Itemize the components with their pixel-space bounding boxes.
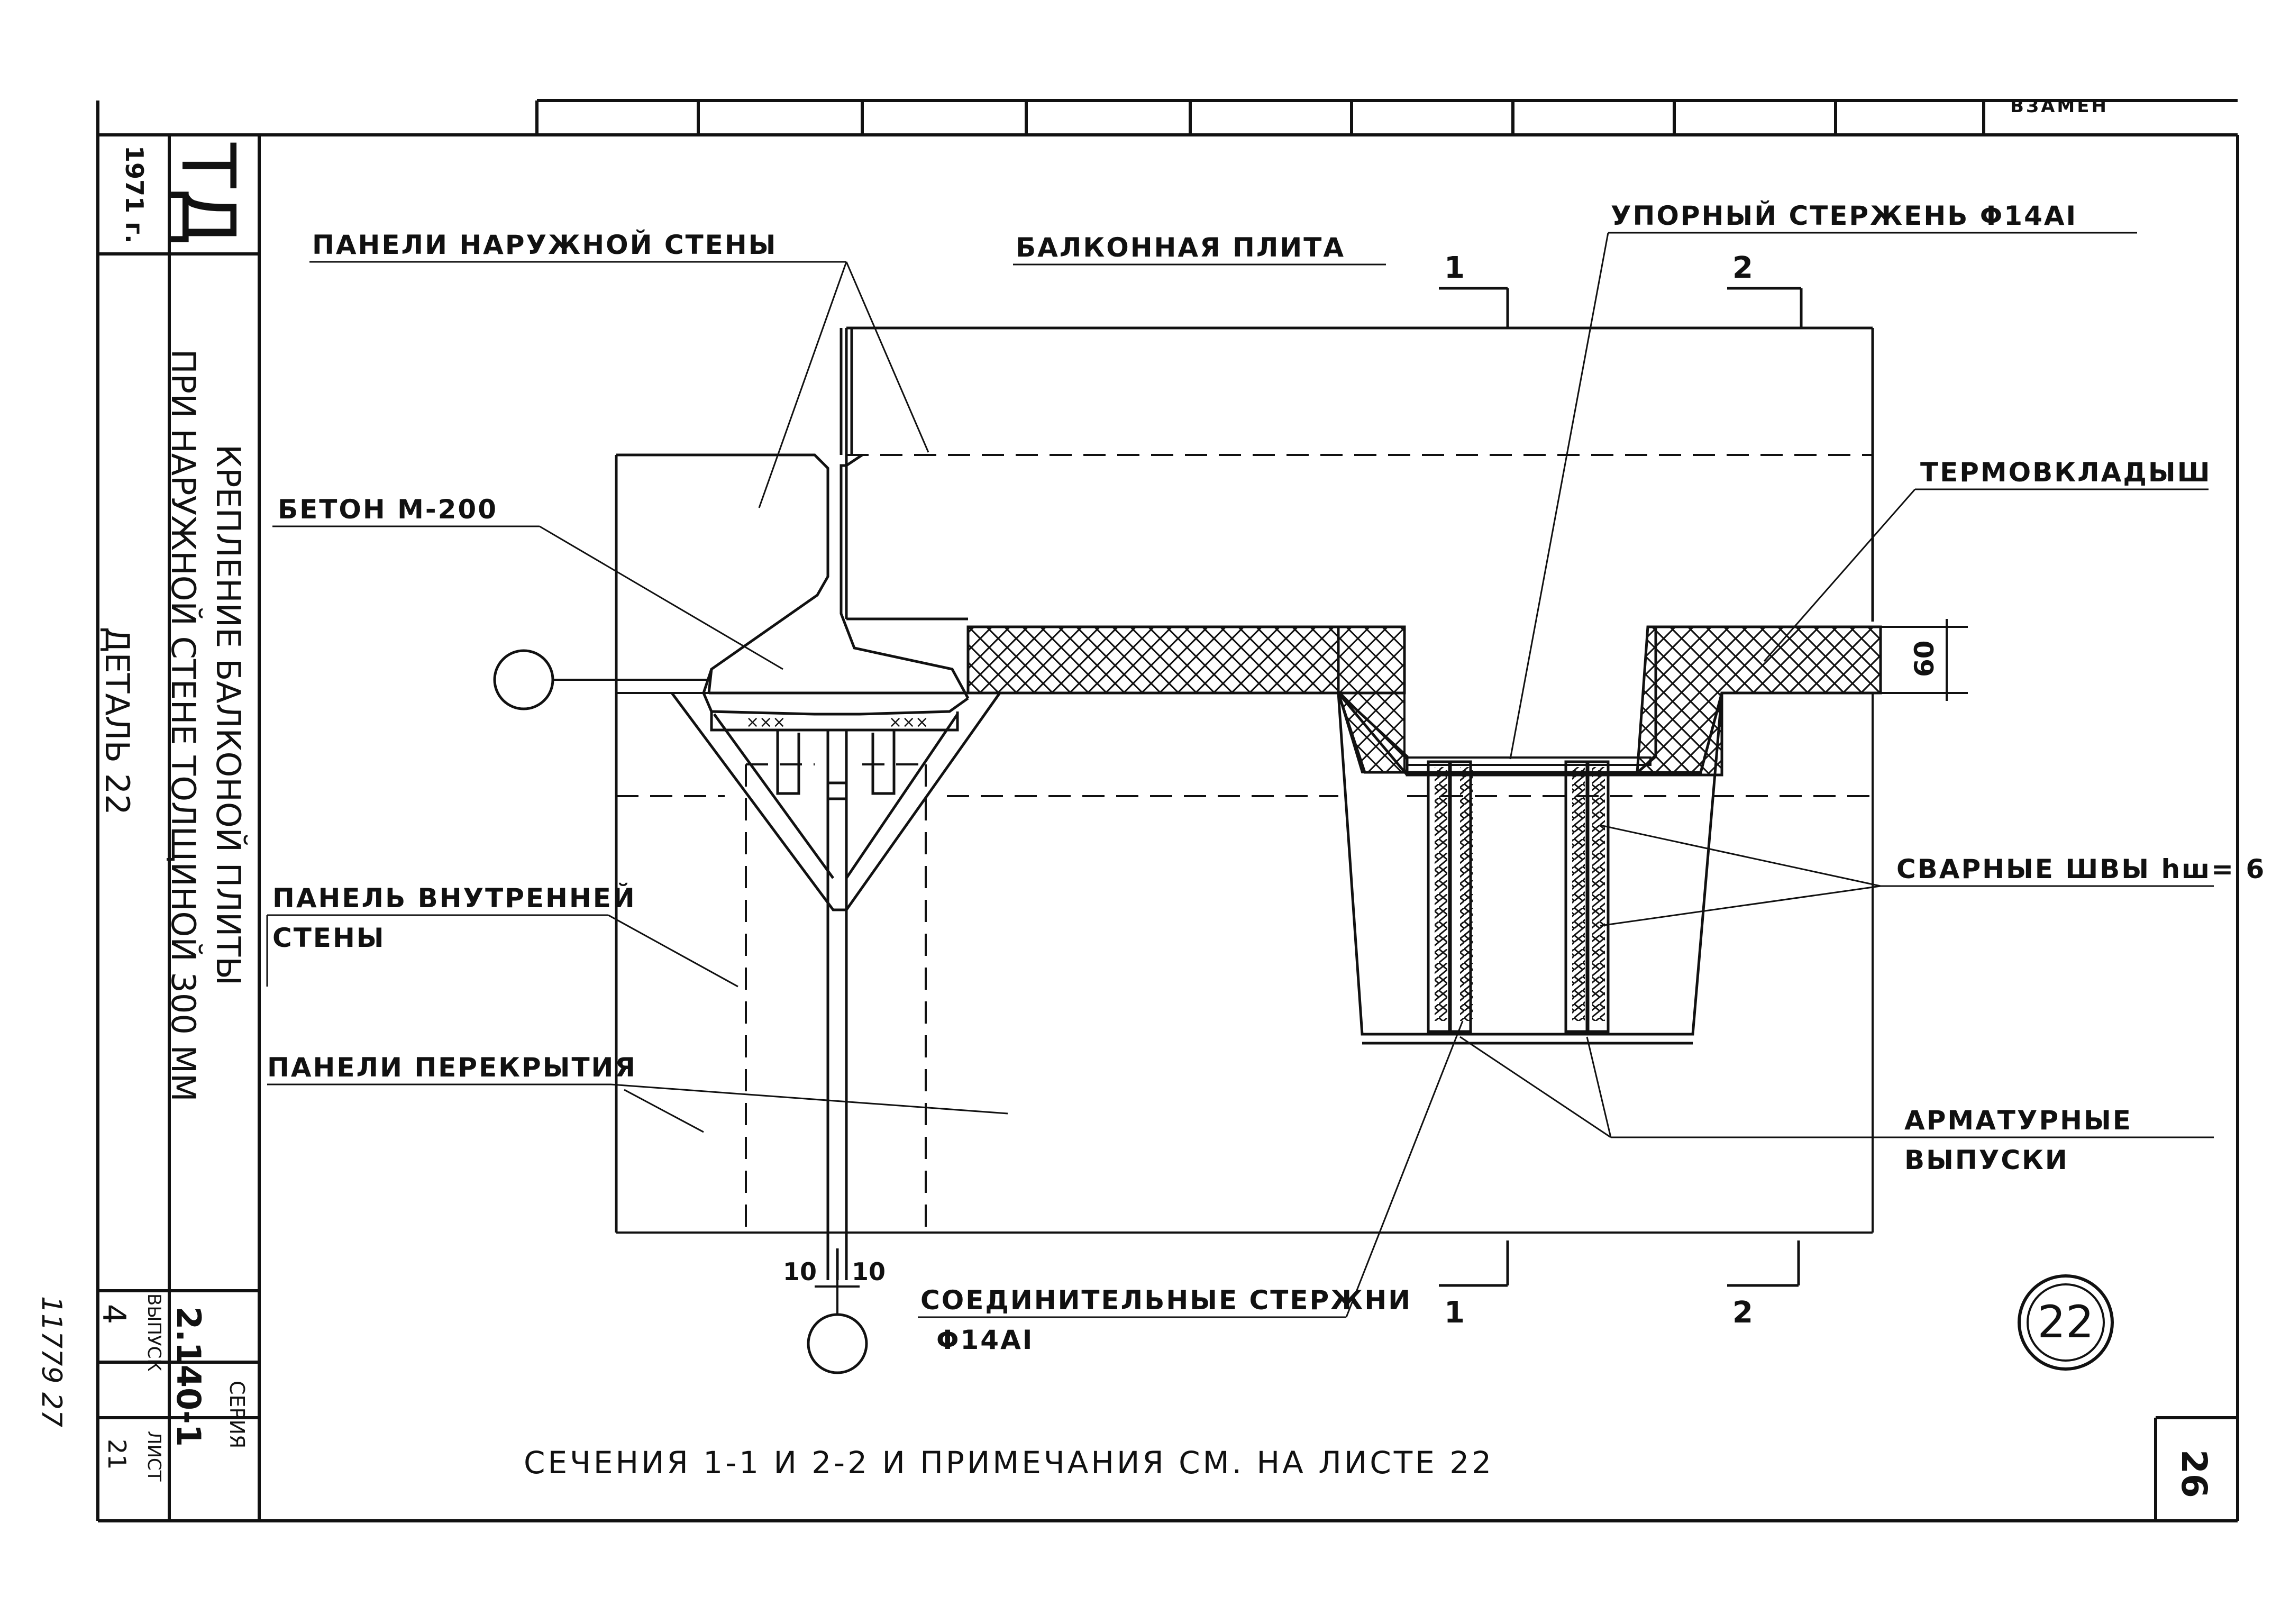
footnote: СЕЧЕНИЯ 1-1 И 2-2 И ПРИМЕЧАНИЯ СМ. НА ЛИ… [524,1445,1494,1481]
title-line-2: ПРИ НАРУЖНОЙ СТЕНЕ ТОЛЩИНОЙ 300 ММ [164,349,203,1101]
org-mark: ТД [165,142,251,246]
section-2-bottom-label: 2 [1732,1295,1753,1330]
label-balcony-slab: БАЛКОННАЯ ПЛИТА [1016,232,1345,263]
label-connect-rods-1: СОЕДИНИТЕЛЬНЫЕ СТЕРЖНИ [920,1285,1412,1316]
section-mark-1-top [1439,287,1509,328]
series-number: 2.140-1 [169,1307,208,1447]
label-rebar-2: ВЫПУСКИ [1904,1145,2069,1175]
weld-marks-left: ××× [746,713,786,732]
detail-badge-number: 22 [2038,1296,2094,1348]
detail-badge-inner [2027,1283,2105,1362]
label-concrete: БЕТОН М-200 [278,494,498,525]
sheet-frame [96,99,2239,1522]
top-right-stamp: ВЗАМЕН [2010,96,2109,117]
label-outer-wall: ПАНЕЛИ НАРУЖНОЙ СТЕНЫ [312,229,777,260]
section-mark-2-bottom [1727,1240,1800,1287]
vertical-seam [826,730,848,1280]
stop-rod [1406,756,1652,766]
dimension-60-text: 60 [1909,640,1940,677]
thermal-insert-pocket-left [1337,692,1406,773]
sheet-label: ЛИСТ [143,1431,165,1482]
thermal-insert-right [1636,625,1882,774]
joint-node [670,669,1001,911]
dim-10-right: 10 [852,1257,886,1286]
section-mark-2-top [1727,287,1803,328]
margin-note: 11779 27 [35,1296,67,1427]
weld-marks-right: ××× [889,713,928,732]
thermal-insert-left [966,625,1406,695]
section-mark-1-bottom [1439,1240,1509,1287]
page-number: 26 [2174,1449,2214,1498]
label-inner-wall-2: СТЕНЫ [272,923,386,953]
label-rebar-1: АРМАТУРНЫЕ [1904,1105,2132,1136]
section-1-top-label: 1 [1444,251,1465,285]
dim-10-left: 10 [783,1257,817,1286]
label-stop-rod: УПОРНЫЙ СТЕРЖЕНЬ Φ14АI [1611,200,2077,231]
year-label: 1971 г. [120,145,149,244]
rebar-outlet-left [1427,760,1473,1033]
label-connect-rods-2: Φ14АI [936,1325,1034,1355]
dimension-60 [1881,619,1968,701]
section-1-bottom-label: 1 [1444,1295,1465,1330]
leader-lines [266,232,2214,1318]
label-inner-wall-1: ПАНЕЛЬ ВНУТРЕННЕЙ [272,882,636,914]
label-welds: СВАРНЫЕ ШВЫ hш= 6 [1896,854,2266,884]
detail-label: ДЕТАЛЬ 22 [98,627,136,815]
series-label: СЕРИЯ [225,1381,249,1448]
title-line-1: КРЕПЛЕНИЕ БАЛКОНОЙ ПЛИТЫ [209,444,248,986]
outer-wall-panel [615,453,970,1233]
label-floor-panels: ПАНЕЛИ ПЕРЕКРЫТИЯ [267,1052,637,1083]
level-marker-left [493,649,554,710]
level-marker-bottom [807,1313,868,1374]
issue-number: 4 [95,1304,132,1324]
socket-pocket [1337,692,1723,1045]
section-2-top-label: 2 [1732,251,1753,285]
label-thermal-insert: ТЕРМОВКЛАДЫШ [1920,457,2211,488]
top-seam [840,328,853,455]
sheet-number: 21 [103,1439,131,1470]
detail-badge-outer [2018,1274,2114,1371]
issue-label: ВЫПУСК [143,1293,165,1372]
rebar-outlet-right [1564,760,1610,1033]
balcony-slab-outline [845,326,1874,622]
